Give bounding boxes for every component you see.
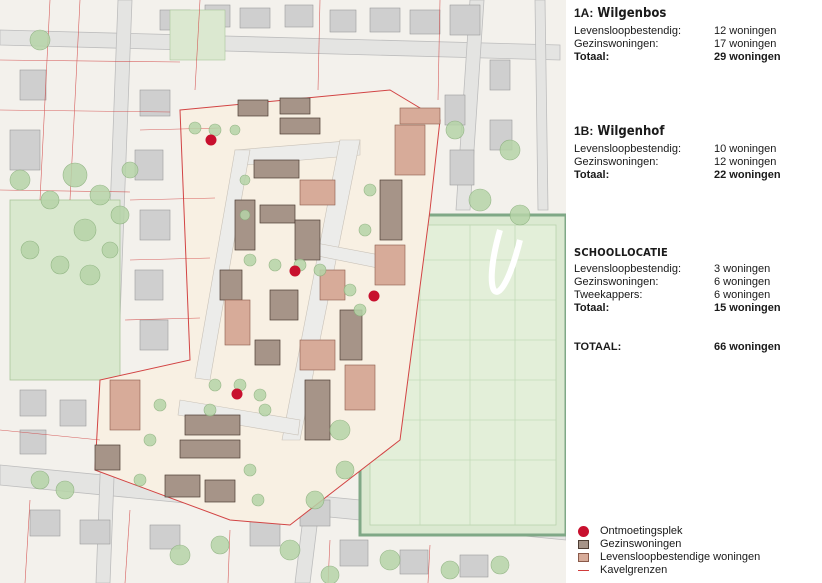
total-row: Totaal: 15 woningen: [574, 302, 814, 315]
park-top: [169, 9, 226, 61]
stat-value: 6 woningen: [714, 276, 771, 288]
stat-value: 6 woningen: [714, 289, 771, 301]
section-name: SCHOOLLOCATIE: [574, 246, 668, 259]
stat-row: Gezinswoningen: 6 woningen: [574, 276, 814, 289]
stat-label: Levensloopbestendig:: [574, 25, 682, 37]
section-name: Wilgenhof: [597, 124, 665, 139]
park-left: [9, 199, 121, 381]
stat-value: 17 woningen: [714, 38, 777, 50]
legend-label: Levensloopbestendige woningen: [600, 551, 761, 563]
legend-item-meeting-point: Ontmoetingsplek: [578, 525, 818, 538]
stat-value: 10 woningen: [714, 143, 777, 155]
stat-label: Gezinswoningen:: [574, 156, 659, 168]
family-house-icon: [578, 539, 594, 551]
legend-label: Gezinswoningen: [600, 538, 682, 550]
stat-value: 12 woningen: [714, 156, 777, 168]
stat-row: Gezinswoningen: 17 woningen: [574, 38, 814, 51]
total-value: 22 woningen: [714, 169, 781, 181]
existing-buildings: [9, 4, 513, 578]
stat-row: Levensloopbestendig: 10 woningen: [574, 143, 814, 156]
total-value: 15 woningen: [714, 302, 781, 314]
legend-label: Ontmoetingsplek: [600, 525, 683, 537]
meeting-point-marker: [231, 388, 243, 400]
total-row: Totaal: 29 woningen: [574, 51, 814, 64]
meeting-point-marker: [205, 134, 217, 146]
total-label: Totaal:: [574, 302, 610, 314]
section-wilgenbos: 1A: Wilgenbos Levensloopbestendig: 12 wo…: [574, 6, 814, 64]
legend-item-family-houses: Gezinswoningen: [578, 538, 818, 551]
grand-total-label: TOTAAL:: [574, 341, 622, 353]
stat-label: Levensloopbestendig:: [574, 263, 682, 275]
total-value: 29 woningen: [714, 51, 781, 63]
stat-label: Gezinswoningen:: [574, 276, 659, 288]
trees: [9, 29, 531, 583]
stat-row: Tweekappers: 6 woningen: [574, 289, 814, 302]
legend-label: Kavelgrenzen: [600, 564, 668, 576]
meeting-point-marker: [368, 290, 380, 302]
stat-value: 3 woningen: [714, 263, 771, 275]
meeting-point-marker: [289, 265, 301, 277]
legend-item-lifecycle-houses: Levensloopbestendige woningen: [578, 551, 818, 564]
section-wilgenhof: 1B: Wilgenhof Levensloopbestendig: 10 wo…: [574, 124, 814, 182]
meeting-point-icon: [578, 526, 594, 538]
total-label: Totaal:: [574, 51, 610, 63]
total-row: Totaal: 22 woningen: [574, 169, 814, 182]
section-code: 1A:: [574, 6, 594, 20]
section-title: 1B: Wilgenhof: [574, 124, 814, 139]
info-panel: 1A: Wilgenbos Levensloopbestendig: 12 wo…: [566, 0, 822, 583]
section-title: 1A: Wilgenbos: [574, 6, 814, 21]
lifecycle-house-icon: [578, 552, 594, 564]
stat-row: Levensloopbestendig: 3 woningen: [574, 263, 814, 276]
section-title: SCHOOLLOCATIE: [574, 246, 814, 259]
total-label: Totaal:: [574, 169, 610, 181]
section-code: 1B:: [574, 124, 594, 138]
grand-total-value: 66 woningen: [714, 341, 781, 353]
stat-row: Gezinswoningen: 12 woningen: [574, 156, 814, 169]
stat-row: Levensloopbestendig: 12 woningen: [574, 25, 814, 38]
stat-value: 12 woningen: [714, 25, 777, 37]
legend-item-plot-boundaries: Kavelgrenzen: [578, 564, 818, 577]
plot-line-icon: [578, 565, 594, 577]
lifecycle-houses: [109, 107, 441, 431]
section-name: Wilgenbos: [597, 6, 667, 21]
map-legend: Ontmoetingsplek Gezinswoningen Levensloo…: [578, 525, 818, 577]
grand-total-row: TOTAAL: 66 woningen: [574, 341, 814, 353]
stat-label: Levensloopbestendig:: [574, 143, 682, 155]
section-schoollocatie: SCHOOLLOCATIE Levensloopbestendig: 3 won…: [574, 246, 814, 315]
stat-label: Gezinswoningen:: [574, 38, 659, 50]
site-plan-map: [0, 0, 566, 583]
family-houses: [94, 97, 403, 503]
meeting-points: [205, 134, 380, 400]
stat-label: Tweekappers:: [574, 289, 643, 301]
